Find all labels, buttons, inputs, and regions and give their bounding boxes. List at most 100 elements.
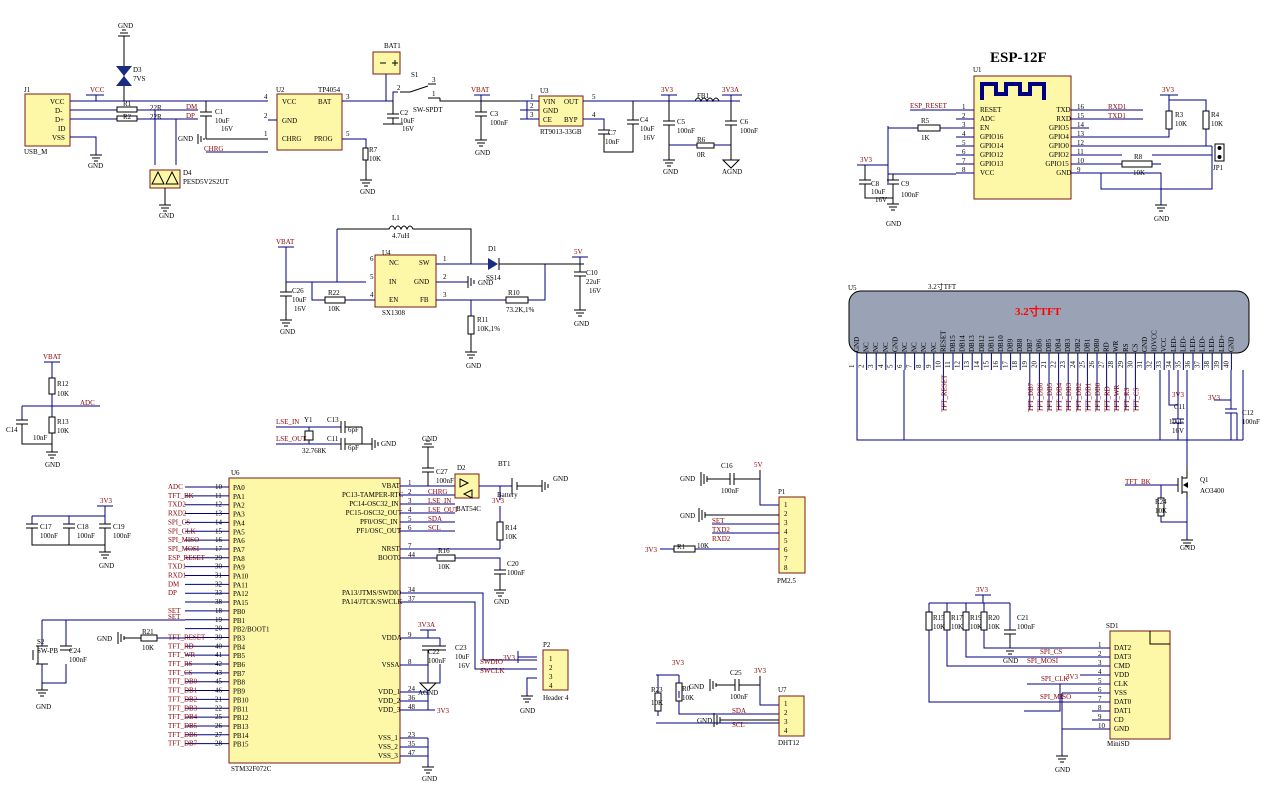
- tft-num-18: 19: [1021, 361, 1029, 369]
- u2-pin-vcc: VCC: [282, 98, 297, 106]
- tft-pin-13: DB12: [978, 335, 986, 352]
- mcu-left-num-22: 45: [215, 678, 223, 686]
- mcu-left-pin-27: PB13: [233, 723, 249, 731]
- gnd-label-boot: GND: [97, 635, 112, 643]
- c18-value: 100nF: [77, 532, 95, 540]
- u1-ref: U1: [973, 66, 982, 74]
- sd-pin-9: GND: [1114, 725, 1129, 733]
- c12-value: 100nF: [1242, 418, 1260, 426]
- usb-pin-vcc: VCC: [50, 98, 65, 106]
- c9-value: 100nF: [901, 191, 919, 199]
- swclk-net: SWCLK: [480, 667, 505, 675]
- gnd-symbol-bt1: [541, 480, 549, 492]
- lse-in-net-1: LSE_IN: [276, 418, 299, 426]
- mcu-right-num-11: 8: [408, 658, 412, 666]
- swd-wires: [400, 592, 537, 670]
- gnd-label-u4: GND: [478, 279, 493, 287]
- r5-ref: R5: [921, 117, 930, 125]
- vdd-wires: [400, 691, 435, 711]
- mcu-left-net-8: ESP_RESET: [168, 554, 206, 562]
- p1-pin-6: 6: [784, 546, 788, 554]
- capacitor-c20: [494, 569, 506, 590]
- mcu-right-pin-3: PC15-OSC32_OUT: [346, 509, 403, 517]
- gnd-label-adc: GND: [45, 461, 60, 469]
- vbat-bar-3: [44, 361, 60, 378]
- c18-ref: C18: [77, 523, 89, 531]
- tft-pin-28: RS: [1122, 343, 1130, 352]
- v3v3a-label-1: 3V3A: [722, 86, 739, 94]
- r5-value: 1K: [921, 134, 930, 142]
- u3-pin-ce: CE: [543, 116, 552, 124]
- boost-input-wires: [278, 229, 366, 283]
- tft-pin-24: DB1: [1083, 338, 1091, 352]
- esp-reset-net: ESP_RESET: [910, 102, 948, 110]
- tft-num-23: 24: [1069, 361, 1077, 369]
- tft-pin-7: NC: [920, 342, 928, 352]
- gnd-label-c10: GND: [574, 320, 589, 328]
- mcu-right-num-4: 5: [408, 515, 412, 523]
- fb1-ref: FB1: [697, 92, 710, 100]
- c1-value: 10uF: [215, 117, 230, 125]
- esp-right-num-7: 9: [1077, 166, 1081, 174]
- sd-num-0: 1: [1098, 641, 1102, 649]
- mcu-left-pin-25: PB11: [233, 705, 249, 713]
- r22-value: 10K: [328, 305, 340, 313]
- d4-diodes: [151, 170, 179, 185]
- u3-num-4: 4: [592, 111, 596, 119]
- u4-num-4: 4: [370, 291, 374, 299]
- sd-name: MiniSD: [1107, 740, 1130, 748]
- gnd-symbol-c21: [1004, 647, 1016, 655]
- mcu-left-net-10: RXD1: [168, 572, 187, 580]
- c17-value: 100nF: [40, 532, 58, 540]
- esp-left-num-4: 5: [962, 139, 966, 147]
- capacitor-c25: [709, 676, 761, 691]
- usb-pin-id: ID: [58, 125, 65, 133]
- sd-signal-wires: [928, 630, 1092, 756]
- mcu-left-net-1: TFT_BK: [168, 492, 194, 500]
- v5-label-2: 5V: [754, 461, 763, 469]
- u4-name: SX1308: [382, 309, 405, 317]
- esp-left-pin-6: GPIO13: [980, 160, 1004, 168]
- gnd-label-q1: GND: [1180, 544, 1195, 552]
- mcu-left-pins: PA010ADCPA111TFT_BKPA212TXD2PA313RXD2PA4…: [168, 483, 270, 749]
- mcu-right-pin-17: VSS_3: [378, 752, 398, 760]
- esp-left-num-0: 1: [962, 103, 966, 111]
- v3v3-label-dht: 3V3: [672, 659, 685, 667]
- u3-num-2: 2: [530, 102, 534, 110]
- gnd-symbol-c3: [475, 139, 487, 147]
- mcu-right-num-1: 2: [408, 488, 412, 496]
- mcu-left-num-0: 10: [215, 483, 223, 491]
- mcu-left-net-6: SPI_MISO: [168, 536, 199, 544]
- esp-left-num-6: 7: [962, 157, 966, 165]
- c21-value: 100nF: [1017, 623, 1035, 631]
- rxd2-net-p1: RXD2: [712, 535, 731, 543]
- s1-pin-3: 3: [432, 76, 436, 84]
- gnd-symbol-c10: [574, 309, 586, 317]
- tft-pin-8: NC: [930, 342, 938, 352]
- sd-pin-7: DAT1: [1114, 707, 1132, 715]
- u5-ref: U5: [848, 284, 857, 292]
- mcu-right-pin-11: VSSA: [382, 661, 400, 669]
- s1-ref: S1: [411, 71, 419, 79]
- vbat-label-1: VBAT: [471, 86, 490, 94]
- gnd-label-sd: GND: [1055, 766, 1070, 774]
- mcu-left-net-12: DP: [168, 589, 177, 597]
- tft-num-6: 7: [906, 364, 914, 368]
- gnd-symbol-d4: [159, 204, 171, 212]
- tft-num-10: 11: [944, 361, 952, 368]
- c20-value: 100nF: [507, 569, 525, 577]
- capacitor-c1: [200, 101, 212, 139]
- tft-pin-21: DB4: [1055, 338, 1063, 352]
- usb-name: USB_M: [24, 148, 48, 156]
- p1-value: PM2.5: [777, 577, 796, 585]
- r1b-ref: R1: [677, 543, 686, 551]
- mcu-left-pin-24: PB10: [233, 696, 249, 704]
- decap-caps: [26, 523, 111, 552]
- mcu-right-num-3: 4: [408, 506, 412, 514]
- tft-num-7: 8: [915, 364, 923, 368]
- mcu-left-pin-17: PB3: [233, 634, 246, 642]
- p1-pin-2: 2: [784, 510, 788, 518]
- sd-num-9: 10: [1098, 722, 1106, 730]
- c4-value: 10uF: [640, 125, 655, 133]
- gnd-symbol-boot: [117, 632, 141, 644]
